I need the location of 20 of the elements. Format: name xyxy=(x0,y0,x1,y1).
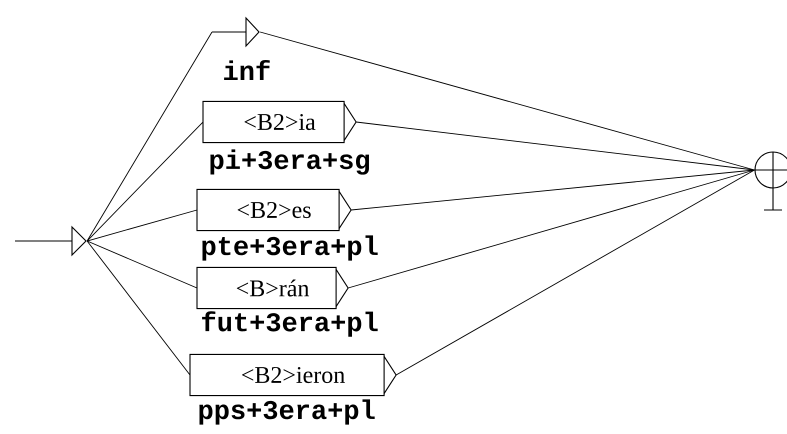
transition-line xyxy=(86,240,190,376)
output-label: inf xyxy=(224,60,270,80)
transition-line xyxy=(396,170,755,376)
output-label: pps+3era+pl xyxy=(199,399,375,425)
transition-line xyxy=(350,170,755,210)
output-label: pi+3era+sg xyxy=(210,149,370,175)
transition-box: <B2>ia xyxy=(202,100,357,144)
transition-line xyxy=(86,32,212,242)
transition-box: <B>rán xyxy=(196,266,349,310)
transition-box: <B2>es xyxy=(196,188,352,232)
transition-line xyxy=(86,210,198,242)
transition-line xyxy=(348,170,755,288)
transition-line xyxy=(356,122,755,170)
output-label: fut+3era+pl xyxy=(202,311,378,337)
transition-box: <B2>ieron xyxy=(189,354,397,396)
transition-line xyxy=(86,240,198,288)
final-state-circle xyxy=(754,151,787,211)
transition-line xyxy=(86,122,204,242)
transition-line xyxy=(260,32,755,170)
output-label: pte+3era+pl xyxy=(202,235,378,261)
